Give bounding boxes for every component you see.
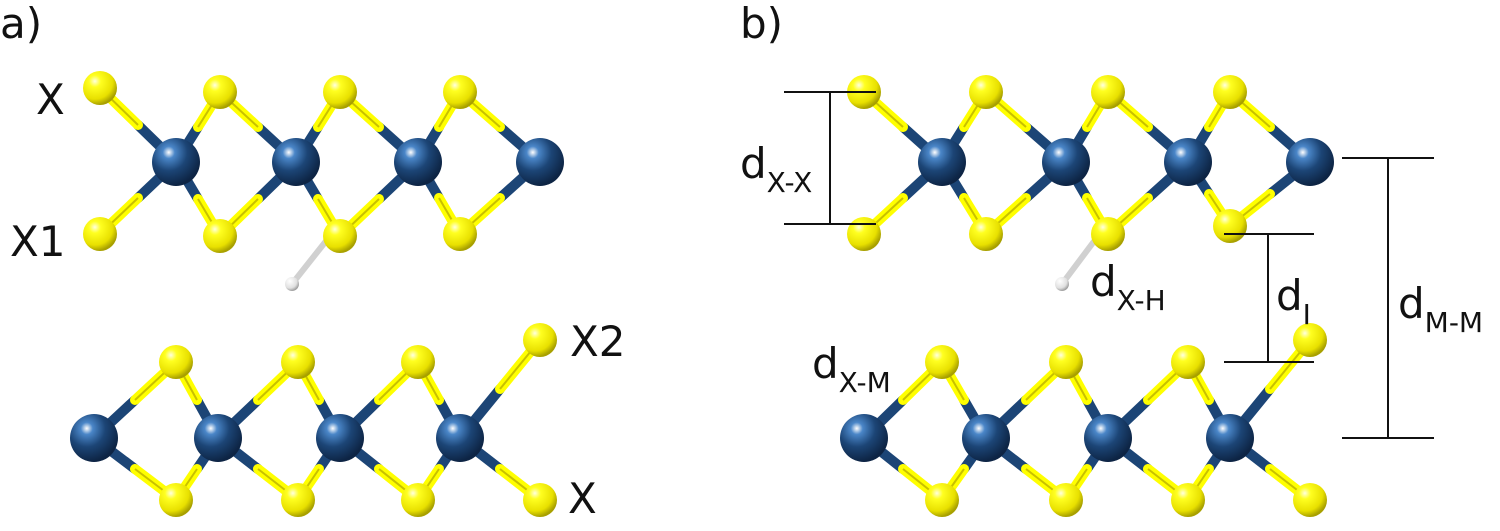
chalcogen-atom	[401, 483, 435, 517]
metal-atom	[962, 414, 1010, 462]
chalcogen-atom	[443, 75, 477, 109]
label-d-i: dI	[1276, 271, 1311, 331]
chalcogen-atom	[203, 75, 237, 109]
panel-label-a: a)	[0, 0, 42, 48]
chalcogen-atom	[1171, 483, 1205, 517]
metal-atom	[316, 414, 364, 462]
label-d-xx: dX-X	[740, 139, 812, 199]
chalcogen-atom	[925, 483, 959, 517]
hydrogen-atom	[285, 277, 299, 291]
chalcogen-atom	[323, 219, 357, 253]
chalcogen-atom	[1293, 483, 1327, 517]
chalcogen-atom	[925, 345, 959, 379]
atoms-layer	[70, 71, 1334, 517]
metal-atom	[194, 414, 242, 462]
chalcogen-atom	[1213, 75, 1247, 109]
chalcogen-atom	[281, 345, 315, 379]
dimension-lines	[784, 91, 1434, 439]
chalcogen-atom	[847, 217, 881, 251]
chalcogen-atom	[83, 71, 117, 105]
chalcogen-atom	[159, 345, 193, 379]
chalcogen-atom	[83, 217, 117, 251]
chalcogen-atom	[1049, 483, 1083, 517]
label-x-top: X	[36, 75, 65, 124]
chalcogen-atom	[523, 323, 557, 357]
chalcogen-atom	[401, 345, 435, 379]
metal-atom	[70, 414, 118, 462]
label-d-xm: dX-M	[812, 339, 891, 399]
chalcogen-atom	[1091, 75, 1125, 109]
label-d-mm: dM-M	[1398, 279, 1483, 339]
metal-atom	[394, 138, 442, 186]
h-bond	[1059, 233, 1101, 287]
h-bond	[289, 233, 333, 287]
chalcogen-atom	[159, 483, 193, 517]
panel-label-b: b)	[740, 0, 783, 48]
metal-atom	[516, 138, 564, 186]
label-d-xh: dX-H	[1090, 257, 1166, 317]
metal-atom	[1084, 414, 1132, 462]
chalcogen-atom	[969, 75, 1003, 109]
metal-atom	[1206, 414, 1254, 462]
chalcogen-atom	[969, 217, 1003, 251]
chalcogen-atom	[1293, 323, 1327, 357]
chalcogen-atom	[203, 219, 237, 253]
chalcogen-atom	[1049, 345, 1083, 379]
chalcogen-atom	[523, 483, 557, 517]
label-x2: X2	[570, 317, 626, 366]
metal-atom	[272, 138, 320, 186]
chalcogen-atom	[1213, 209, 1247, 243]
metal-atom	[1286, 138, 1334, 186]
label-x-bottom: X	[568, 474, 597, 523]
hydrogen-atom	[1055, 277, 1069, 291]
metal-atom	[1164, 138, 1212, 186]
chalcogen-atom	[281, 483, 315, 517]
metal-atom	[918, 138, 966, 186]
metal-atom	[840, 414, 888, 462]
chalcogen-atom	[443, 217, 477, 251]
metal-atom	[152, 138, 200, 186]
metal-atom	[436, 414, 484, 462]
chalcogen-atom	[1091, 217, 1125, 251]
chalcogen-atom	[1171, 345, 1205, 379]
chalcogen-atom	[323, 75, 357, 109]
metal-atom	[1042, 138, 1090, 186]
label-x1: X1	[10, 217, 66, 266]
